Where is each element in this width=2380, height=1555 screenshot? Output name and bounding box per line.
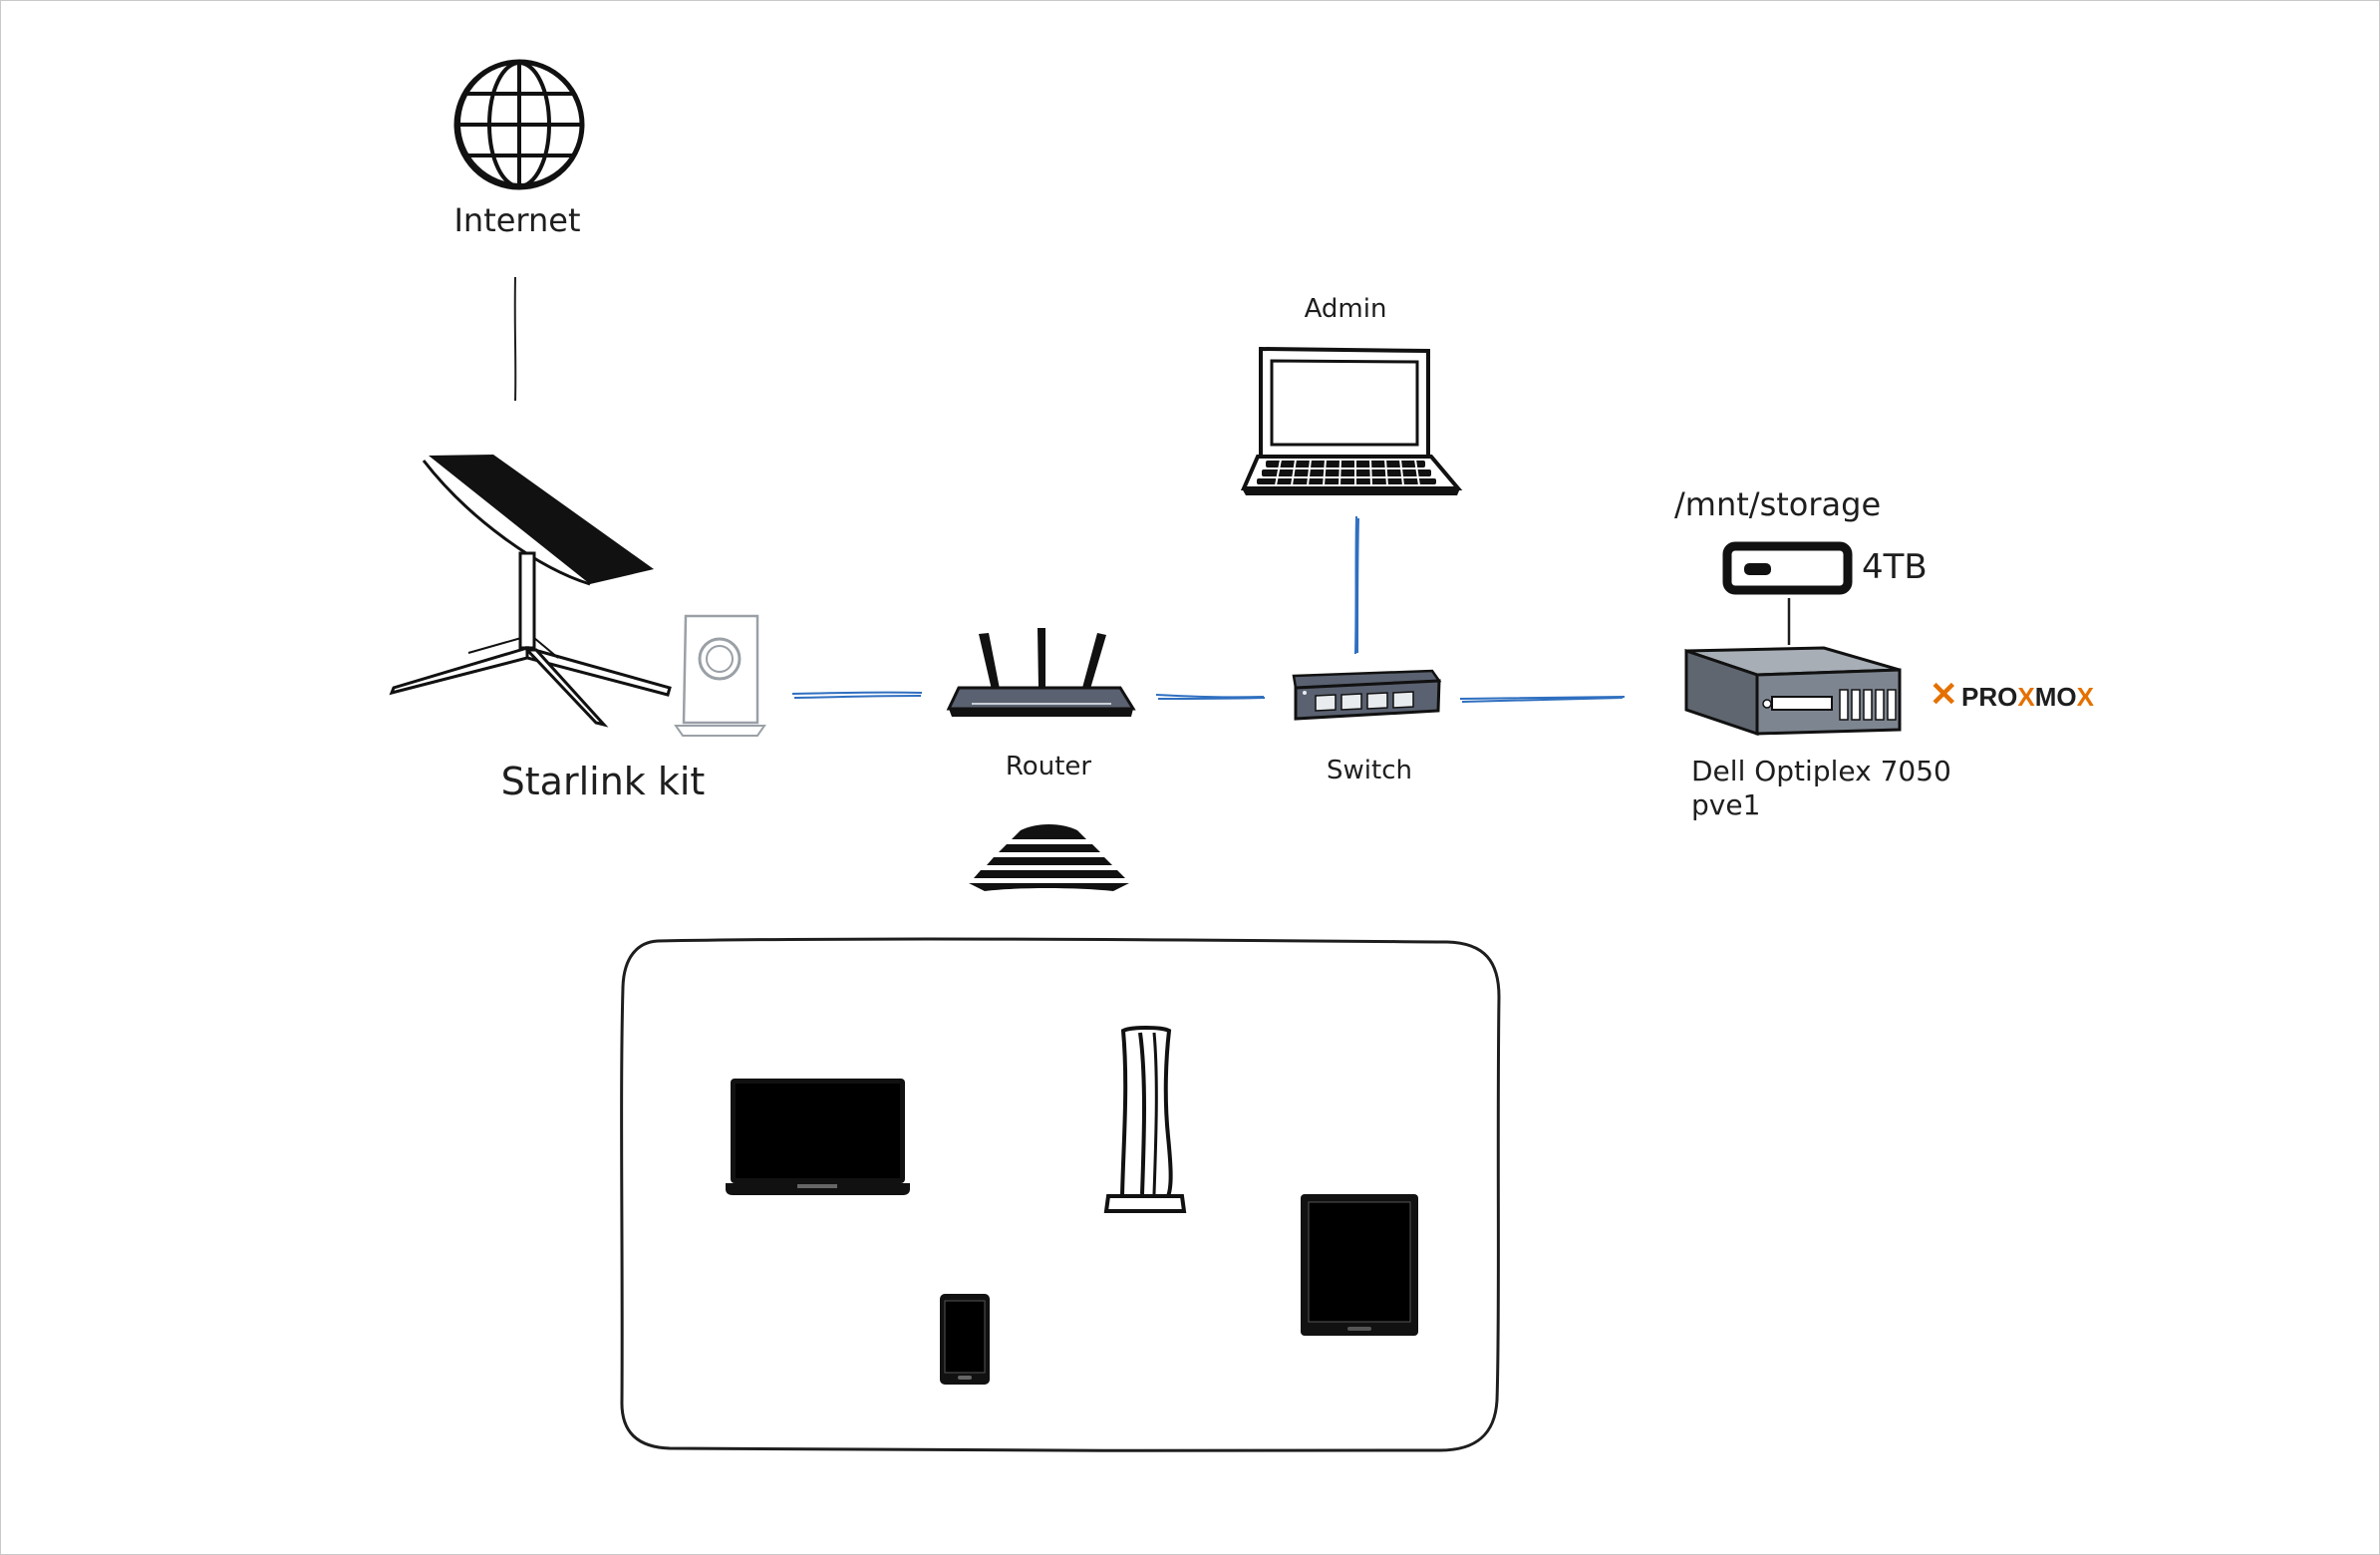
globe-icon xyxy=(453,59,585,190)
link-router-switch xyxy=(1155,694,1266,700)
svg-text:✕: ✕ xyxy=(1930,676,1958,714)
laptop-icon xyxy=(1240,346,1463,495)
mount-label: /mnt/storage xyxy=(1674,485,1881,523)
svg-text:PROXMOX: PROXMOX xyxy=(1961,682,2095,712)
wifi-router-icon xyxy=(946,628,1136,717)
starlink-router-icon xyxy=(674,614,766,737)
router-label: Router xyxy=(1006,752,1091,781)
wireless-clients-group xyxy=(620,937,1501,1452)
link-switch-server xyxy=(1459,696,1626,703)
proxmox-logo: ✕ PROXMOX xyxy=(1930,676,2095,714)
server-model-label: Dell Optiplex 7050 xyxy=(1691,755,1951,787)
external-drive-icon xyxy=(1722,541,1853,595)
link-starlink-router xyxy=(791,691,923,699)
smartphone-icon xyxy=(940,1294,990,1385)
internet-label: Internet xyxy=(453,201,580,239)
admin-label: Admin xyxy=(1305,294,1387,324)
uplink-line xyxy=(513,276,517,402)
network-switch-icon xyxy=(1292,669,1442,721)
game-console-icon xyxy=(1103,1026,1187,1213)
tablet-icon xyxy=(1301,1194,1418,1336)
server-host-label: pve1 xyxy=(1691,788,1760,821)
satellite-dish-icon xyxy=(389,455,672,728)
starlink-label: Starlink kit xyxy=(501,760,706,803)
wifi-signal-icon xyxy=(969,824,1129,891)
client-laptop-icon xyxy=(726,1079,910,1195)
disk-size-label: 4TB xyxy=(1862,547,1928,587)
switch-label: Switch xyxy=(1327,756,1412,785)
desktop-server-icon xyxy=(1684,646,1902,737)
link-switch-admin xyxy=(1354,515,1359,655)
